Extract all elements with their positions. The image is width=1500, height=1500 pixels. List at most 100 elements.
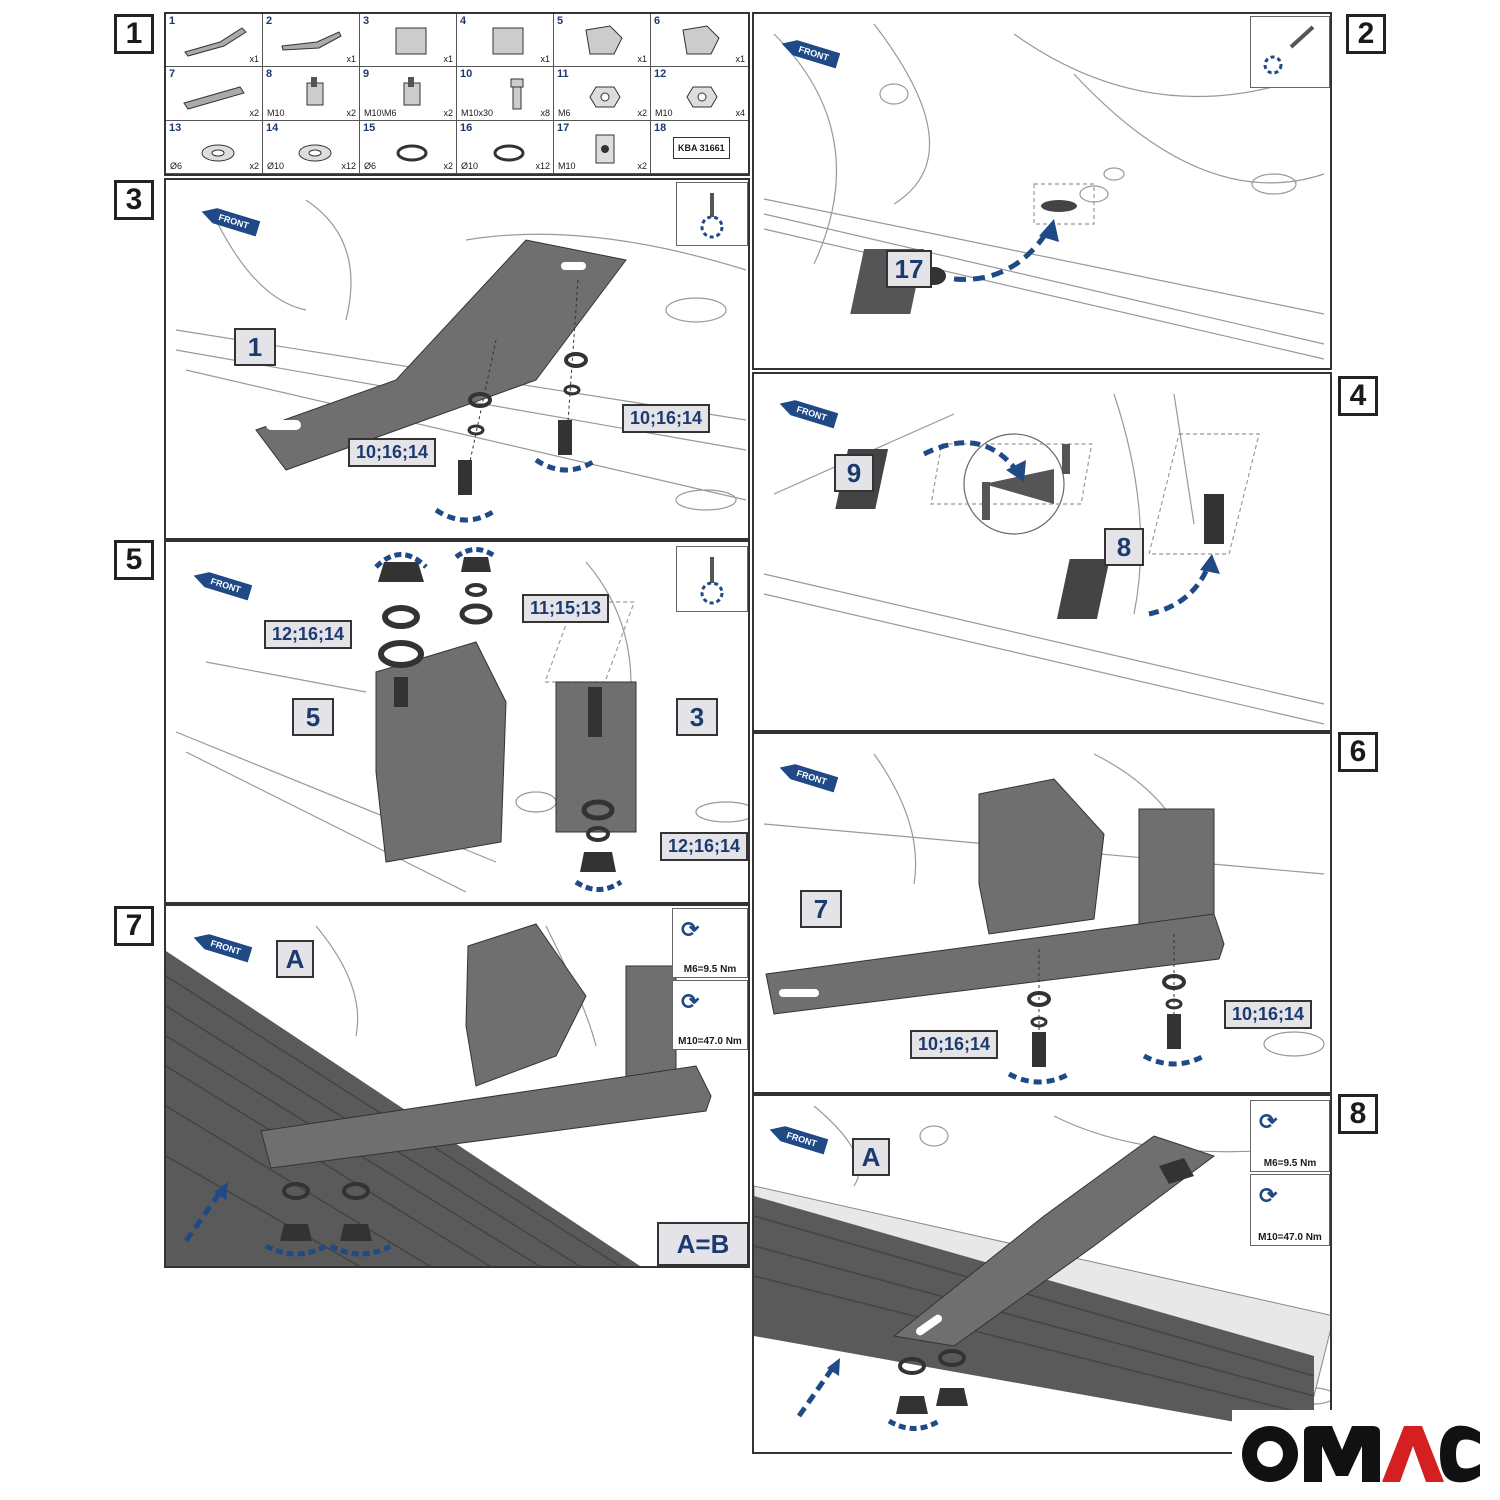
step-7-number: 7: [114, 906, 154, 946]
bracket-5-shape: [375, 641, 507, 863]
part-cell: 5 x1: [554, 14, 651, 68]
part-number: 11: [557, 68, 569, 81]
part-spec: M6: [558, 107, 571, 118]
part-spec: Ø6: [364, 160, 377, 171]
part-spec: M10: [655, 107, 673, 118]
step-3-panel: FRONT 1 10;16;14 10;16;14: [164, 178, 750, 540]
part-spec: Ø6: [170, 160, 183, 171]
bracket-1-shape: [255, 239, 627, 471]
part-7-label: 7: [800, 890, 842, 928]
part-quantity: x2: [249, 160, 259, 171]
tool-hint-box: [676, 182, 748, 246]
torque-m6-box: ⟳ M6=9.5 Nm: [672, 908, 748, 978]
wrench-icon: ⟳: [681, 989, 700, 1014]
part-9-label: 9: [834, 454, 874, 492]
part-quantity: x2: [637, 160, 647, 171]
wrench-icon: ⟳: [1259, 1183, 1278, 1208]
tool-hint-box: [676, 546, 748, 612]
part-quantity: x12: [341, 160, 356, 171]
part-8-label: 8: [1104, 528, 1144, 566]
part-spec: M10: [558, 160, 576, 171]
part-quantity: x1: [346, 54, 356, 65]
step-3-number: 3: [114, 180, 154, 220]
fastener-callout-right: 10;16;14: [1224, 1000, 1313, 1029]
step-4-panel: FRONT 9 8: [752, 372, 1332, 732]
running-board-install-drawing: [166, 923, 712, 1266]
part-1-label: 1: [234, 328, 276, 366]
step-5-panel: FRONT 12;16;14 11;15;13 5 3 12;16;14: [164, 540, 750, 904]
torque-m10-label: M10=47.0 Nm: [678, 1036, 742, 1047]
torque-m10-box: ⟳ M10=47.0 Nm: [1250, 1174, 1330, 1246]
omac-logo: [1232, 1410, 1482, 1490]
fastener-callout-bottom: 12;16;14: [660, 832, 748, 861]
fastener-callout-top-left: 12;16;14: [264, 620, 353, 649]
step-4-number: 4: [1338, 376, 1378, 416]
part-number: 14: [266, 121, 279, 134]
step-1-number: 1: [114, 14, 154, 54]
part-cell: 2 x1: [263, 14, 360, 68]
part-quantity: x2: [443, 107, 453, 118]
screwdriver-icon: ⟳: [1259, 1109, 1278, 1134]
tool-hint-box: [1250, 16, 1330, 88]
part-cell: 7 x2: [166, 67, 263, 121]
part-number: 6: [654, 15, 661, 27]
bracket-nuts-drawing: [175, 547, 748, 893]
part-number: 9: [363, 68, 370, 81]
part-number: 5: [557, 15, 564, 27]
support-bar-7-shape: [765, 913, 1225, 1015]
part-number: 7: [169, 68, 176, 81]
approval-code: KBA 31661: [673, 136, 730, 159]
part-number: 3: [363, 15, 370, 27]
part-number: 12: [654, 68, 667, 81]
equality-note: A=B: [657, 1222, 749, 1266]
step-2-number: 2: [1346, 14, 1386, 54]
part-number: 10: [460, 68, 473, 81]
screwdriver-icon: ⟳: [681, 917, 700, 942]
part-spec: Ø10: [267, 160, 285, 171]
part-quantity: x12: [535, 160, 550, 171]
part-number: 2: [266, 15, 273, 27]
support-bar-install-drawing: [763, 753, 1325, 1085]
part-quantity: x1: [637, 54, 647, 65]
part-number: 15: [363, 121, 376, 134]
step-2-panel: FRONT 17: [752, 12, 1332, 370]
step-6-number: 6: [1338, 732, 1378, 772]
part-spec: Ø10: [461, 160, 479, 171]
bolt-shape: [458, 460, 472, 495]
support-plate-install-drawing: [763, 393, 1325, 725]
bolt-plate-8: [1056, 559, 1110, 619]
part-quantity: x2: [443, 160, 453, 171]
part-number: 13: [169, 121, 182, 134]
step-6-panel: FRONT 7 10;16;14 10;16;14: [752, 732, 1332, 1094]
torque-m6-label: M6=9.5 Nm: [683, 964, 737, 975]
part-quantity: x8: [540, 107, 550, 118]
torque-m6-label: M6=9.5 Nm: [1263, 1158, 1317, 1169]
step-8-panel: FRONT A ⟳ M6=9.5 Nm ⟳ M10=47.0 Nm: [752, 1094, 1332, 1454]
part-number: 16: [460, 121, 473, 134]
part-number: 17: [557, 121, 570, 134]
step-5-number: 5: [114, 540, 154, 580]
fastener-callout-right: 10;16;14: [622, 404, 711, 433]
part-quantity: x2: [249, 107, 259, 118]
step-8-number: 8: [1338, 1094, 1378, 1134]
part-a-label: A: [276, 940, 314, 978]
part-spec: M10\M6: [364, 107, 397, 118]
part-quantity: x2: [637, 107, 647, 118]
car-underbody-drawing: [763, 23, 1325, 360]
mounting-hole: [1041, 200, 1077, 212]
